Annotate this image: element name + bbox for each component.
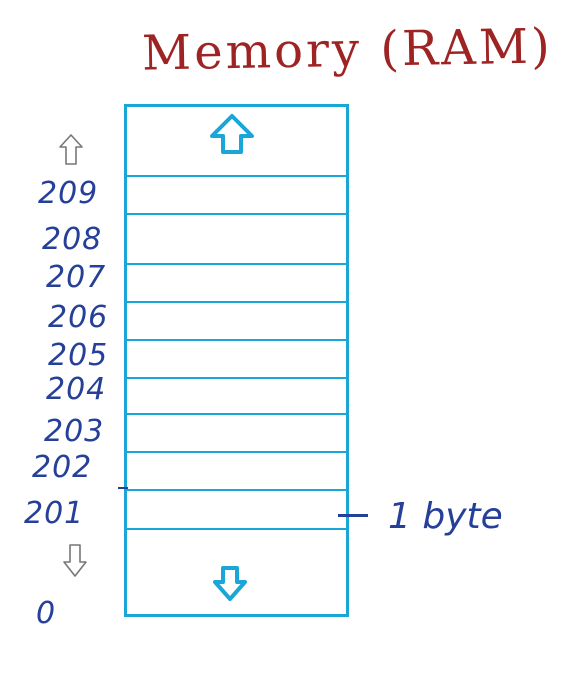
- cell-divider: [127, 451, 346, 453]
- address-label: 204: [46, 372, 107, 407]
- address-label: 208: [42, 222, 103, 257]
- up-arrow-icon: [210, 114, 254, 154]
- cell-divider: [127, 528, 346, 530]
- byte-pointer-line: [338, 514, 368, 517]
- cell-divider: [127, 301, 346, 303]
- address-label: 201: [24, 496, 85, 531]
- down-arrow-icon: [63, 544, 87, 577]
- address-label: 209: [38, 176, 99, 211]
- address-label: 206: [48, 300, 109, 335]
- byte-label: 1 byte: [388, 496, 503, 537]
- address-label: 203: [44, 414, 105, 449]
- address-zero-label: 0: [36, 596, 57, 631]
- cell-divider: [127, 175, 346, 177]
- address-label: 207: [46, 260, 107, 295]
- address-label: 202: [32, 450, 93, 485]
- memory-block: [124, 104, 349, 617]
- cell-divider: [127, 339, 346, 341]
- address-tick: [118, 487, 128, 489]
- up-arrow-icon: [59, 134, 83, 165]
- cell-divider: [127, 263, 346, 265]
- address-label: 205: [48, 338, 109, 373]
- memory-title: Memory (RAM): [141, 18, 554, 82]
- cell-divider: [127, 489, 346, 491]
- cell-divider: [127, 377, 346, 379]
- cell-divider: [127, 213, 346, 215]
- down-arrow-icon: [213, 566, 247, 601]
- cell-divider: [127, 413, 346, 415]
